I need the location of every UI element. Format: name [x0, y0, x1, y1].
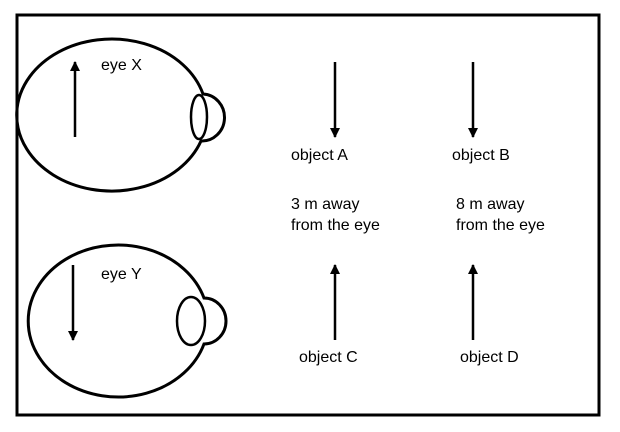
object-d-label: object D — [460, 349, 519, 366]
diagram-frame — [15, 13, 601, 417]
eye-y-label: eye Y — [101, 266, 142, 283]
object-b-label: object B — [452, 147, 510, 164]
eye-x-outline — [15, 37, 226, 193]
eye-x-lens — [189, 93, 209, 141]
distance-a-line1: 3 m away — [291, 196, 360, 213]
distance-a-line2: from the eye — [291, 217, 380, 234]
eye-y-drawing — [26, 243, 228, 399]
distance-b-line1: 8 m away — [456, 196, 525, 213]
object-a-label: object A — [291, 147, 348, 164]
eye-x-label: eye X — [101, 57, 142, 74]
eye-y-outline — [26, 243, 228, 399]
eye-y-lens — [175, 295, 207, 347]
eye-x-drawing — [15, 37, 226, 193]
distance-b-line2: from the eye — [456, 217, 545, 234]
object-c-label: object C — [299, 349, 358, 366]
